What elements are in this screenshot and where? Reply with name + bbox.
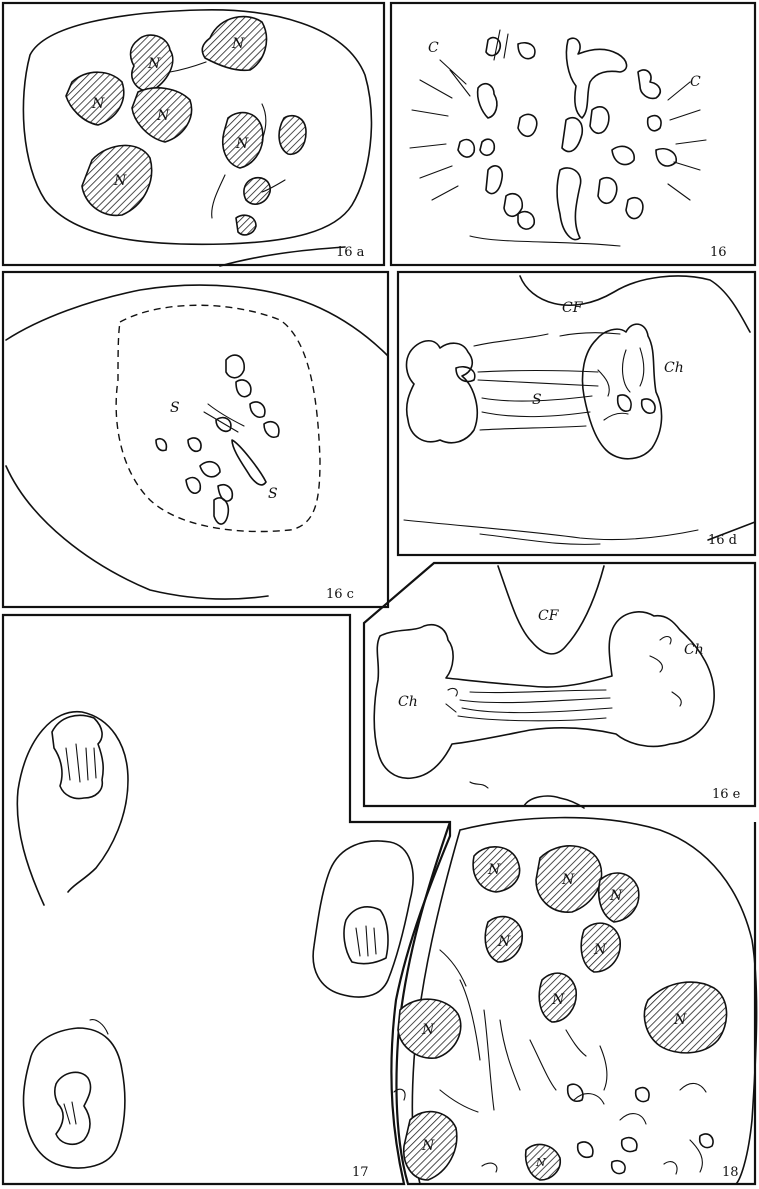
cell-outline-17-top [17, 712, 128, 905]
chromosome-16-9 [518, 212, 534, 229]
figure-number-16: 16 [710, 245, 727, 260]
figure-number-17: 17 [352, 1165, 369, 1180]
chromosome-16-17 [626, 198, 643, 219]
chromosome-group-17-right [344, 907, 388, 964]
chromatin-marks-16e [446, 637, 681, 788]
chromosome-16-5 [480, 139, 494, 155]
label-ch-16e-right: Ch [684, 642, 704, 658]
cell-outline-17-bottom [23, 1028, 124, 1168]
spindle-16d [474, 333, 620, 430]
chromosome-16c-5 [264, 422, 279, 438]
label-n-18-3: N [609, 888, 623, 904]
chromosome-16-19 [648, 116, 661, 131]
frame-16 [391, 3, 755, 265]
label-s-16d: S [532, 392, 542, 408]
label-ch-16e-left: Ch [398, 694, 418, 710]
nucleus-16a-9 [236, 215, 256, 235]
figure-16a: N N N N N N 16 a [3, 3, 384, 266]
strands-17-bottom [64, 1102, 76, 1124]
frame-17 [3, 615, 450, 1184]
chromosome-16-14 [638, 70, 660, 98]
figure-16d: CF Ch S 16 d [398, 272, 755, 555]
chromosome-16-11 [562, 118, 582, 152]
chromosome-16c-12 [214, 498, 228, 524]
chromatin-left-16d [407, 341, 478, 443]
label-n-16a-4: N [156, 108, 170, 124]
chromosome-16c-10 [186, 478, 200, 494]
label-n-18-8: N [421, 1022, 435, 1038]
chromosome-16c-2 [236, 380, 251, 397]
chromosome-16c-7 [156, 439, 166, 451]
figure-16e: CF Ch Ch 16 e [364, 563, 755, 808]
chromosome-16-13 [612, 146, 634, 164]
figure-17: 17 [3, 615, 450, 1184]
label-c-16-right: C [690, 74, 701, 90]
frame-16e [364, 563, 755, 806]
chromosome-16-3 [518, 43, 535, 59]
figure-number-16e: 16 e [712, 787, 741, 802]
label-n-16a-5: N [113, 173, 127, 189]
cell-outline-16c [6, 285, 388, 599]
label-n-16a-2: N [231, 36, 245, 52]
cell-edge-16d [404, 520, 698, 544]
label-n-18-1: N [487, 862, 501, 878]
chromosome-16-12 [590, 107, 609, 133]
frame-16c [3, 272, 388, 607]
label-cf-16e: CF [538, 608, 560, 624]
label-c-16-left: C [428, 40, 439, 56]
label-s-16c-1: S [170, 400, 180, 416]
strands-17-right [356, 926, 376, 956]
chromosome-16c-8 [200, 462, 220, 477]
spindle-rays-16 [410, 30, 706, 246]
cell-outline-17-right [313, 841, 413, 997]
figure-number-18: 18 [722, 1165, 739, 1180]
cut-line-16a [220, 247, 345, 266]
chromosome-16-1 [478, 84, 497, 118]
chromosome-16-7 [486, 166, 502, 194]
strands-17-top [66, 744, 96, 782]
chromosome-16c-3 [250, 402, 265, 417]
label-n-18-9: N [421, 1138, 435, 1154]
label-s-16c-2: S [268, 486, 278, 502]
label-ch-16d: Ch [664, 360, 684, 376]
figure-number-16a: 16 a [336, 245, 365, 260]
chromosome-16-6 [518, 114, 537, 136]
figure-16c: S S 16 c [3, 272, 388, 607]
label-n-18-5: N [593, 942, 607, 958]
figure-18: N N N N N N N N N N 18 [394, 818, 757, 1184]
chromatin-right-16d [583, 324, 662, 459]
label-n-18-10: N [535, 1156, 546, 1169]
label-n-18-7: N [673, 1012, 687, 1028]
label-n-16a-6: N [235, 136, 249, 152]
nucleus-16a-7 [279, 116, 306, 155]
figure-16: C C 16 [391, 3, 755, 265]
chromosome-16-10 [566, 38, 626, 118]
label-n-18-6: N [551, 992, 565, 1008]
figure-number-16c: 16 c [326, 587, 354, 602]
spindle-16e [458, 690, 612, 721]
label-n-16a-1: N [147, 56, 161, 72]
chromosome-16c-9 [232, 440, 266, 485]
chromosome-16-16 [598, 178, 617, 204]
label-n-16a-3: N [91, 96, 105, 112]
small-chromosomes-18 [568, 1084, 713, 1173]
chromosome-16-4 [458, 140, 474, 157]
figure-number-16d: 16 d [708, 533, 737, 548]
cell-outline-16a [23, 10, 371, 244]
chromosome-16-15 [557, 168, 581, 240]
chromosome-16c-4 [216, 418, 231, 432]
label-n-18-2: N [561, 872, 575, 888]
chromosome-16c-6 [188, 438, 201, 451]
chromosome-16-18 [656, 149, 676, 166]
label-n-18-4: N [497, 934, 511, 950]
label-cf-16d: CF [562, 300, 584, 316]
chromosome-16c-1 [226, 355, 244, 378]
chromatin-right-blob-16d [618, 395, 655, 413]
nucleus-16a-8 [244, 178, 270, 205]
